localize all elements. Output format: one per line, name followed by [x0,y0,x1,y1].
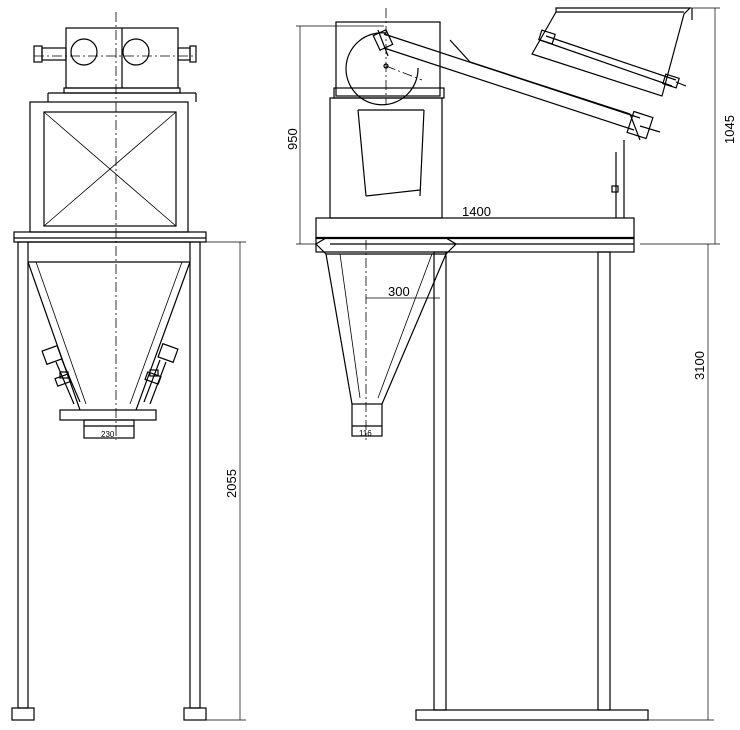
dim-label-3100: 3100 [692,351,707,380]
front-mid-box [29,101,189,233]
dim-label-300: 300 [388,284,410,299]
dim-label-230: 230 [101,430,115,439]
front-frame-top [13,231,207,243]
side-legs [415,251,649,721]
dim-upper-height: 1045 [640,7,737,245]
front-top-gearbox [33,27,197,102]
dim-label-1045: 1045 [722,115,737,144]
side-support-post [611,140,625,218]
dim-leg-height: 2055 [200,241,246,721]
side-box [329,97,443,219]
side-view: 950 [285,7,737,721]
side-table-top [315,217,635,253]
dim-box-height: 950 [285,25,384,245]
dim-label-116: 116 [359,429,372,438]
side-hopper-cone [315,237,457,440]
dim-label-950: 950 [285,128,300,150]
front-right-vibrator [143,342,179,405]
front-hopper-cone [27,241,191,439]
dim-hopper-width: 300 [366,284,440,299]
side-screw-conveyor [377,29,661,141]
front-view: 2055 230 [11,12,246,721]
dim-total-height: 3100 [648,244,714,721]
front-legs [11,241,207,721]
dim-label-1400: 1400 [462,204,491,219]
side-upper-hopper [531,7,693,97]
dim-label-2055: 2055 [224,469,239,498]
front-left-vibrator [41,344,81,405]
side-rotary-valve [333,8,445,106]
